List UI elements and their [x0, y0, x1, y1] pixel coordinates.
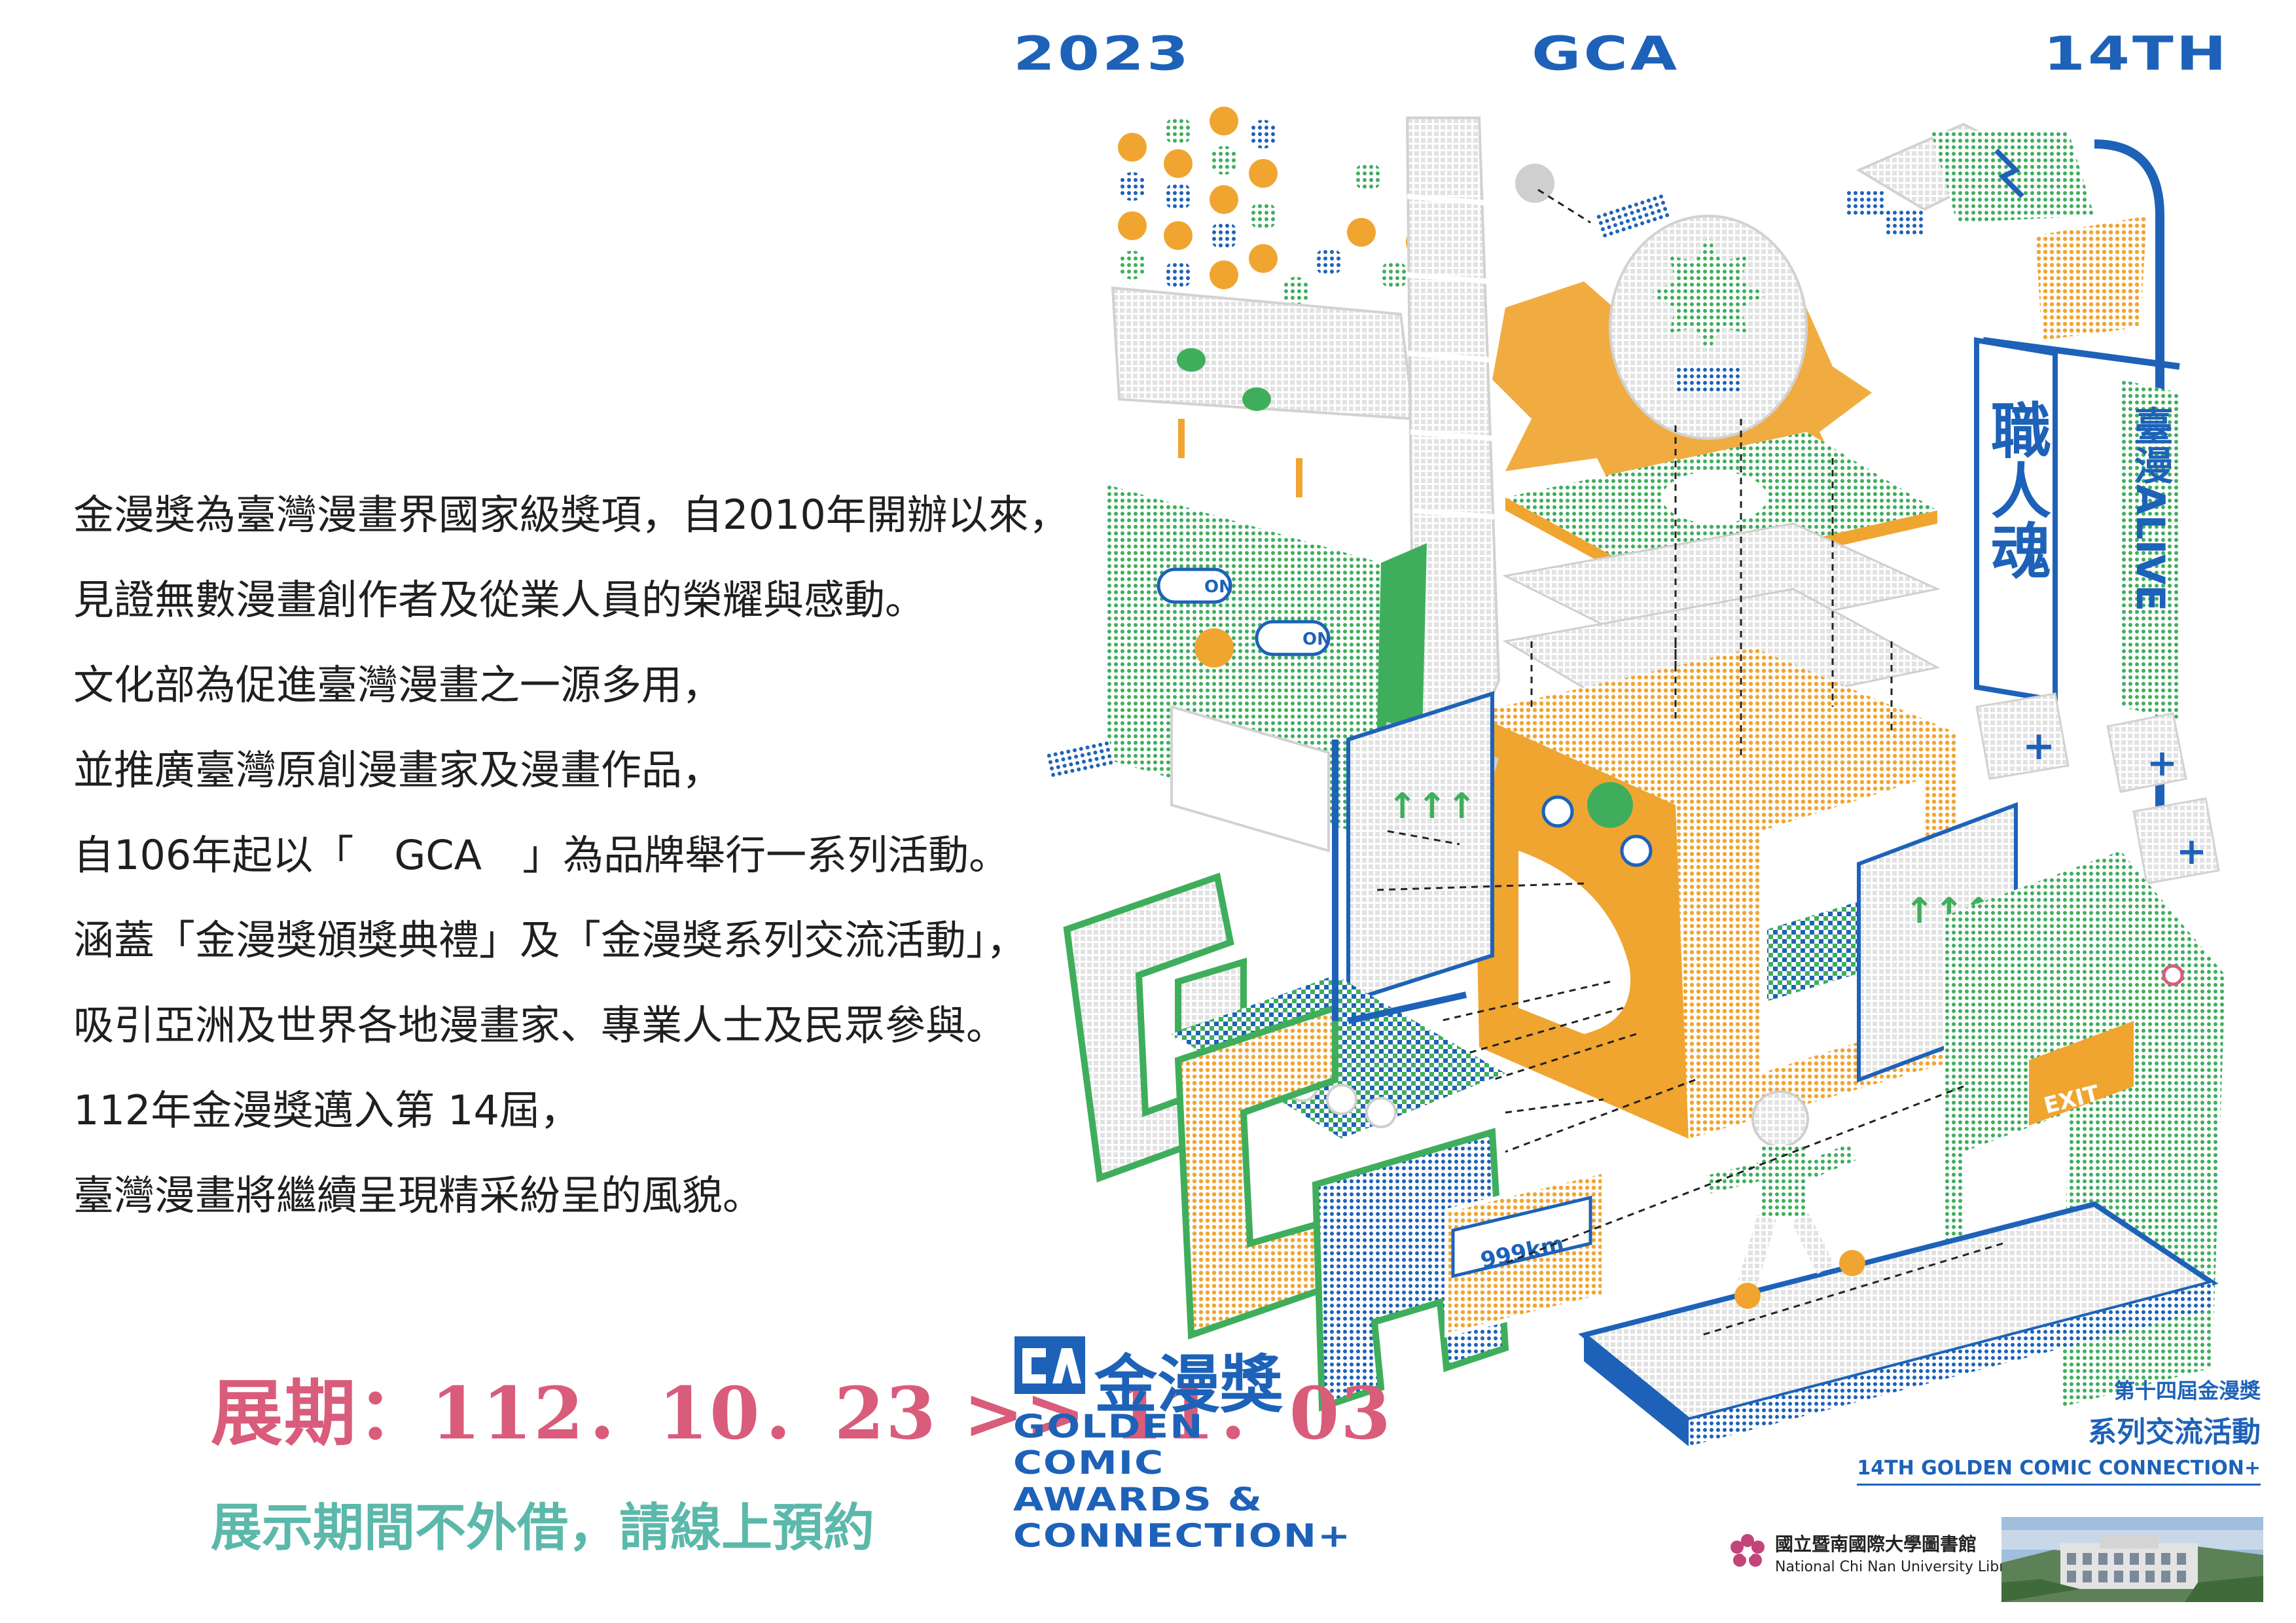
event-title-block: 第十四屆金漫獎 系列交流活動 14TH GOLDEN COMIC CONNECT…: [1857, 1374, 2261, 1486]
letter-c-block: [1174, 1003, 1345, 1340]
lending-notice: 展示期間不外借，請線上預約: [211, 1498, 875, 1558]
header-edition: 14TH: [2043, 26, 2229, 81]
brand-english-line: CONNECTION+: [1013, 1517, 1352, 1555]
blue-frame-lines: [1332, 337, 2180, 1024]
intro-line: 文化部為促進臺灣漫畫之一源多用，: [73, 661, 723, 709]
intro-line: 自106年起以「 GCA 」為品牌舉行一系列活動。: [73, 831, 1010, 879]
intro-line: 見證無數漫畫創作者及從業人員的榮耀與感動。: [73, 576, 926, 624]
grey-box: [1111, 286, 1416, 497]
brand-english-line: AWARDS &: [1013, 1480, 1264, 1519]
svg-text:+: +: [2022, 723, 2055, 769]
library-name-en: National Chi Nan University Library: [1775, 1559, 2028, 1575]
intro-line: 涵蓋「金漫獎頒獎典禮」及「金漫獎系列交流活動」，: [73, 916, 1028, 964]
event-english-name: 14TH GOLDEN COMIC CONNECTION+: [1857, 1457, 2261, 1486]
intro-line: 並推廣臺灣原創漫畫家及漫畫作品，: [73, 746, 723, 794]
intro-line: 金漫獎為臺灣漫畫界國家級獎項，自2010年開辦以來，: [73, 491, 1069, 539]
library-footer: 國立暨南國際大學圖書館 National Chi Nan University …: [1727, 1517, 2263, 1602]
brand-chinese-name: 金漫獎: [1094, 1348, 1283, 1421]
letter-a-block: 999km: [1312, 1128, 1605, 1412]
on-label-right: ON: [1302, 630, 1331, 649]
intro-line: 臺灣漫畫將繼續呈現精采紛呈的風貌。: [73, 1171, 764, 1219]
plus-boxes: + + +: [1975, 692, 2220, 885]
vertical-text-alive: 臺漫ALIVE: [2127, 406, 2173, 611]
treadmill: [1578, 1201, 2219, 1446]
orange-slab: [2036, 216, 2147, 340]
svg-text:+: +: [2176, 830, 2207, 873]
header-year: 2023: [1013, 26, 1192, 81]
runner-figure: [1706, 1090, 1865, 1309]
event-name: 系列交流活動: [2088, 1416, 2261, 1449]
brand-english-name: GOLDEN COMIC AWARDS & CONNECTION+: [1013, 1408, 1352, 1554]
gca-logo-icon: [1014, 1336, 1085, 1394]
brand-english-line: COMIC: [1013, 1444, 1165, 1482]
green-face-machine: ON ON: [1045, 484, 1427, 853]
svg-text:↑↑↑: ↑↑↑: [1388, 785, 1477, 827]
library-name-cn: 國立暨南國際大學圖書館: [1775, 1533, 1977, 1555]
intro-text: 金漫獎為臺灣漫畫界國家級獎項，自2010年開辦以來， 見證無數漫畫創作者及從業人…: [73, 473, 1317, 1238]
vertical-text-craftsman: 職人魂: [1981, 399, 2051, 580]
dashed-connectors: [1374, 188, 2003, 1336]
vertical-banners: 職人魂 臺漫ALIVE: [1974, 337, 2179, 720]
svg-text:+: +: [2147, 742, 2178, 785]
brand-english-line: GOLDEN: [1013, 1408, 1204, 1446]
library-building-photo: [2001, 1517, 2263, 1602]
arrow-card-left: ↑↑↑: [1346, 690, 1494, 1005]
exhibition-period: 展期：112．10．23 >> 11．03: [211, 1371, 1392, 1455]
intro-line: 吸引亞洲及世界各地漫畫家、專業人士及民眾參與。: [73, 1001, 1007, 1049]
intro-line: 112年金漫獎邁入第 14屆，: [73, 1086, 581, 1134]
header-gca: GCA: [1532, 26, 1680, 81]
event-edition: 第十四屆金漫獎: [2113, 1378, 2261, 1403]
plug-icon: [1846, 122, 2164, 818]
on-label-left: ON: [1204, 577, 1233, 597]
library-flower-logo-icon: [1731, 1534, 1765, 1567]
